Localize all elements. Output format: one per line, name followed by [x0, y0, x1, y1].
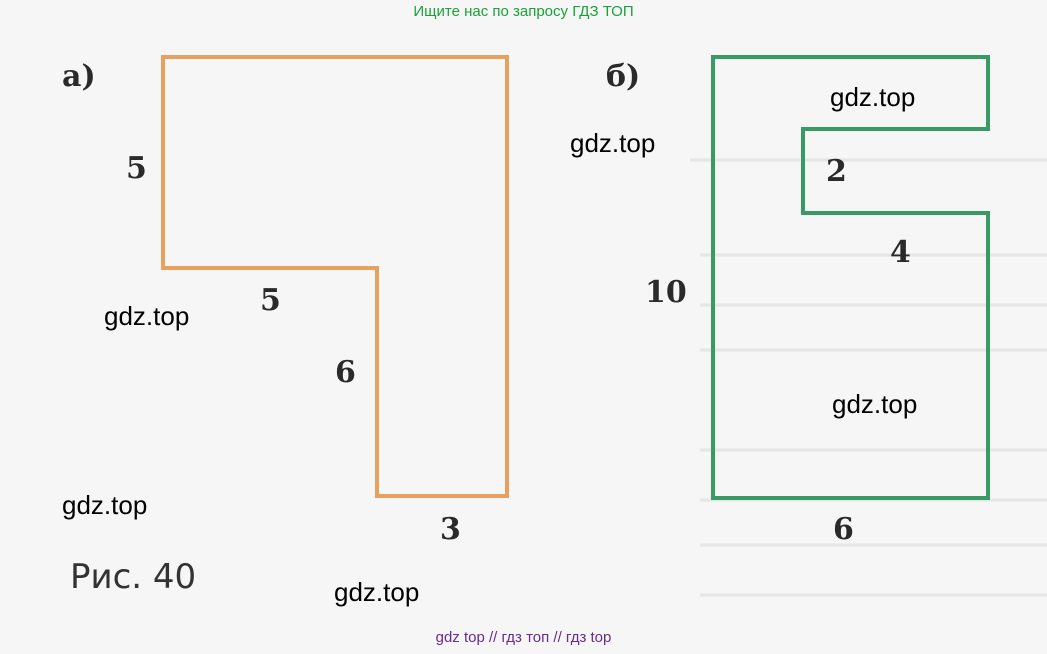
figure-a-label: а)	[62, 59, 96, 94]
dim-a-left: 5	[126, 151, 147, 186]
footer-text: gdz top // гдз топ // гдз top	[435, 629, 612, 646]
dim-b-notch-bottom: 4	[890, 235, 911, 270]
dim-a-step-top: 5	[260, 283, 281, 318]
dim-b-left: 10	[645, 275, 687, 310]
dim-a-bottom: 3	[440, 512, 461, 547]
dim-a-step-side: 6	[335, 355, 356, 390]
background-texture	[690, 158, 1047, 597]
figure-caption: Рис. 40	[70, 557, 197, 597]
l-shape-figure-a	[161, 55, 509, 498]
watermark-5: gdz.top	[62, 490, 148, 520]
watermark-2: gdz.top	[830, 82, 916, 112]
watermark-6: gdz.top	[334, 577, 420, 607]
figure-b-label: б)	[606, 59, 641, 94]
watermark-3: gdz.top	[104, 301, 190, 331]
watermark-1: gdz.top	[570, 128, 656, 158]
c-shape-figure-b	[711, 55, 990, 500]
banner-text: Ищите нас по запросу ГДЗ ТОП	[413, 3, 634, 20]
dim-b-notch: 2	[826, 154, 847, 189]
dim-b-bottom: 6	[833, 512, 854, 547]
watermark-4: gdz.top	[832, 389, 918, 419]
